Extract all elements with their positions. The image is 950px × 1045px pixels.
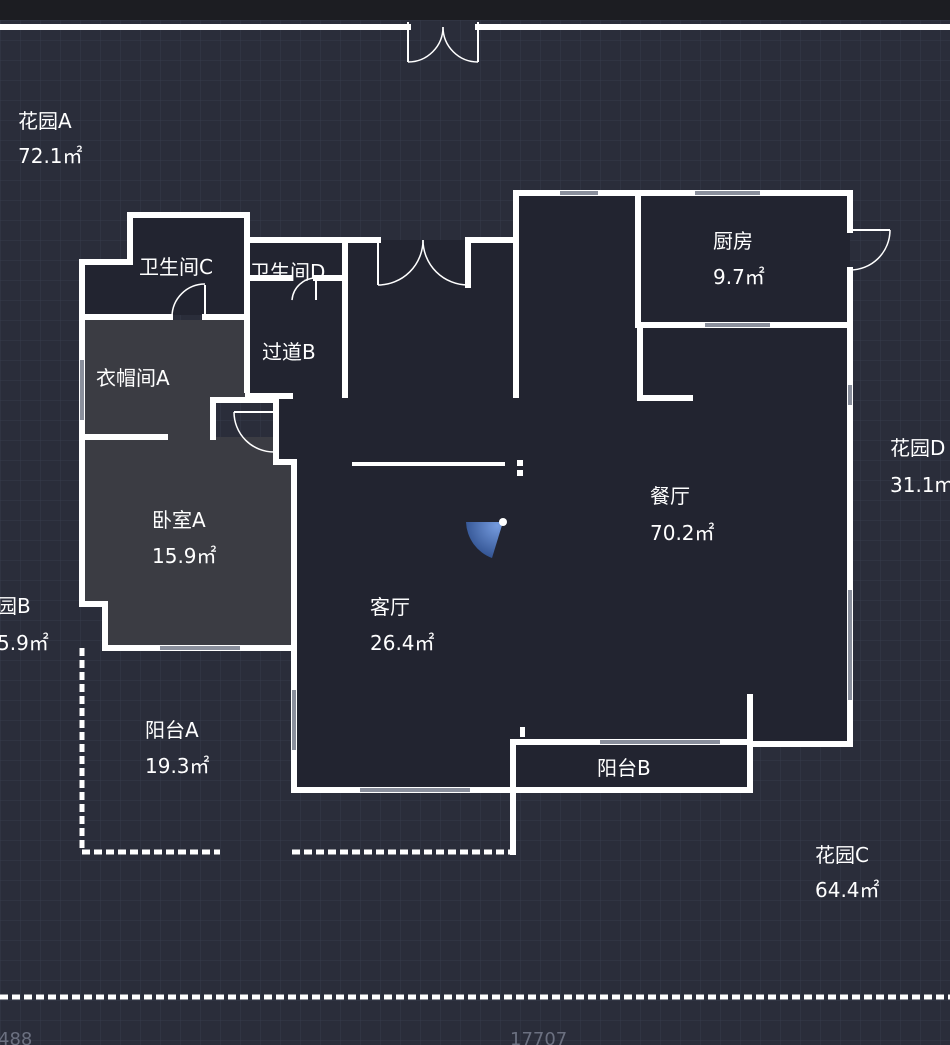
bedroom-a-name: 卧室A: [152, 508, 206, 532]
bathroom-c-door-icon: [171, 283, 206, 318]
closet-a-name: 衣帽间A: [96, 366, 170, 390]
hallway-b-name: 过道B: [262, 340, 316, 364]
garden-a-area: 72.1㎡: [18, 144, 83, 168]
dimension-labels: 488 17707: [0, 1029, 567, 1045]
entrance-door-icon: [377, 239, 469, 286]
dimension-center: 17707: [510, 1029, 567, 1045]
bedroom-a-area: 15.9㎡: [152, 544, 217, 568]
garden-a-name: 花园A: [18, 109, 72, 133]
balcony-a-name: 阳台A: [145, 718, 199, 742]
garden-b-name: 园B: [0, 594, 31, 618]
bedroom-door-icon: [233, 411, 275, 453]
doors: [171, 229, 891, 453]
room-labels: 花园A 72.1㎡ 园B 5.9㎡ 花园C 64.4㎡ 花园D 31.1m 卫生…: [0, 109, 950, 902]
balcony-b-name: 阳台B: [597, 756, 651, 780]
garden-d-area: 31.1m: [890, 473, 950, 497]
bathroom-c-name: 卫生间C: [139, 255, 213, 279]
garden-d-name: 花园D: [890, 436, 945, 460]
dining-room-name: 餐厅: [650, 484, 690, 508]
gate-door-icon: [407, 22, 479, 63]
garden-b-area: 5.9㎡: [0, 631, 49, 655]
bathroom-d-door-icon: [291, 277, 317, 301]
windows: [80, 191, 852, 792]
balcony-a-area: 19.3㎡: [145, 754, 210, 778]
view-direction-icon: [466, 518, 507, 558]
kitchen-door-icon: [849, 229, 891, 271]
dining-room-area: 70.2㎡: [650, 521, 715, 545]
bathroom-d-name: 卫生间D: [250, 260, 325, 284]
living-room-name: 客厅: [370, 595, 410, 619]
living-room-area: 26.4㎡: [370, 631, 435, 655]
garden-c-area: 64.4㎡: [815, 878, 880, 902]
kitchen-area: 9.7㎡: [713, 265, 765, 289]
top-bar: [0, 0, 950, 20]
kitchen-name: 厨房: [713, 229, 753, 253]
garden-c-name: 花园C: [815, 843, 869, 867]
bedroom-floor: [85, 320, 292, 648]
walls: [79, 190, 853, 855]
lot-boundary: [0, 24, 950, 1000]
dimension-left: 488: [0, 1029, 32, 1045]
interior-floor: [82, 193, 850, 790]
